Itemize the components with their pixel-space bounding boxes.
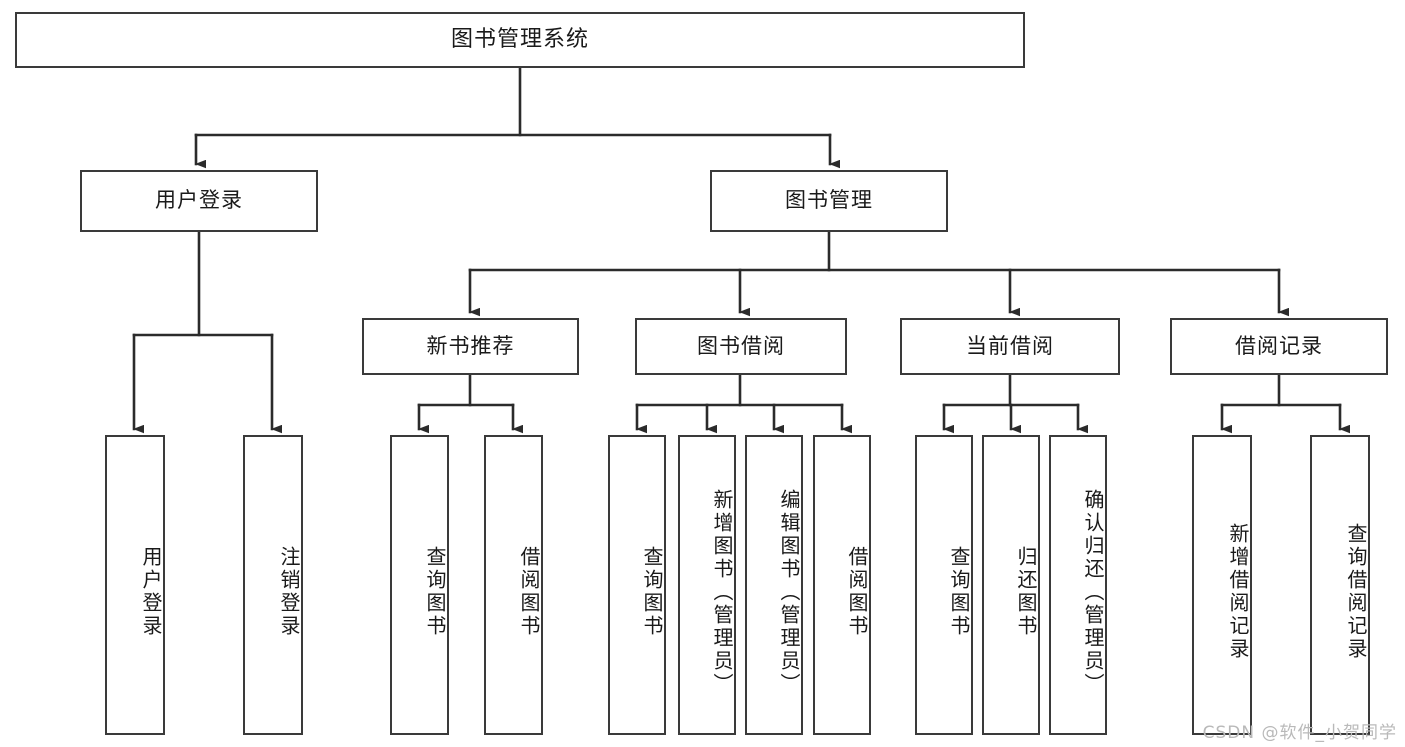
node-book-management[interactable]: 图书管理 xyxy=(710,170,948,232)
leaf-current-borrow-return-book[interactable]: 归还图书 xyxy=(982,435,1040,735)
node-current-borrow[interactable]: 当前借阅 xyxy=(900,318,1120,375)
node-new-book-recommend[interactable]: 新书推荐 xyxy=(362,318,579,375)
node-label: 注销登录 xyxy=(277,546,301,638)
leaf-current-borrow-query-book[interactable]: 查询图书 xyxy=(915,435,973,735)
leaf-book-borrow-query-book[interactable]: 查询图书 xyxy=(608,435,666,735)
node-label: 借阅记录 xyxy=(1235,333,1323,358)
leaf-borrow-record-add-record[interactable]: 新增借阅记录 xyxy=(1192,435,1252,735)
node-user-login[interactable]: 用户登录 xyxy=(80,170,318,232)
node-label: 查询图书 xyxy=(947,546,971,638)
node-label: 图书借阅 xyxy=(697,333,785,358)
node-label: 借阅图书 xyxy=(845,546,869,638)
node-book-borrow[interactable]: 图书借阅 xyxy=(635,318,847,375)
node-root-book-management-system[interactable]: 图书管理系统 xyxy=(15,12,1025,68)
leaf-new-book-query-book[interactable]: 查询图书 xyxy=(390,435,449,735)
leaf-user-login-login[interactable]: 用户登录 xyxy=(105,435,165,735)
node-label: 新增图书（管理员） xyxy=(710,488,734,696)
leaf-borrow-record-query-record[interactable]: 查询借阅记录 xyxy=(1310,435,1370,735)
node-label: 图书管理系统 xyxy=(450,26,589,52)
node-label: 查询借阅记录 xyxy=(1344,523,1368,661)
leaf-user-login-logout[interactable]: 注销登录 xyxy=(243,435,303,735)
node-label: 图书管理 xyxy=(785,188,873,213)
node-label: 新书推荐 xyxy=(426,333,515,358)
node-label: 确认归还（管理员） xyxy=(1081,488,1105,696)
node-label: 借阅图书 xyxy=(517,546,541,638)
node-borrow-record[interactable]: 借阅记录 xyxy=(1170,318,1388,375)
node-label: 编辑图书（管理员） xyxy=(777,488,801,696)
node-label: 新增借阅记录 xyxy=(1226,523,1250,661)
node-label: 查询图书 xyxy=(640,546,664,638)
leaf-book-borrow-add-book-admin[interactable]: 新增图书（管理员） xyxy=(678,435,736,735)
watermark: CSDN @软件_小贺同学 xyxy=(1202,723,1397,743)
leaf-book-borrow-borrow-book[interactable]: 借阅图书 xyxy=(813,435,871,735)
leaf-new-book-borrow-book[interactable]: 借阅图书 xyxy=(484,435,543,735)
node-label: 归还图书 xyxy=(1014,546,1038,638)
node-label: 用户登录 xyxy=(155,188,243,213)
node-label: 当前借阅 xyxy=(966,333,1054,358)
leaf-book-borrow-edit-book-admin[interactable]: 编辑图书（管理员） xyxy=(745,435,803,735)
leaf-current-borrow-confirm-return-admin[interactable]: 确认归还（管理员） xyxy=(1049,435,1107,735)
node-label: 查询图书 xyxy=(423,546,447,638)
node-label: 用户登录 xyxy=(139,546,163,638)
